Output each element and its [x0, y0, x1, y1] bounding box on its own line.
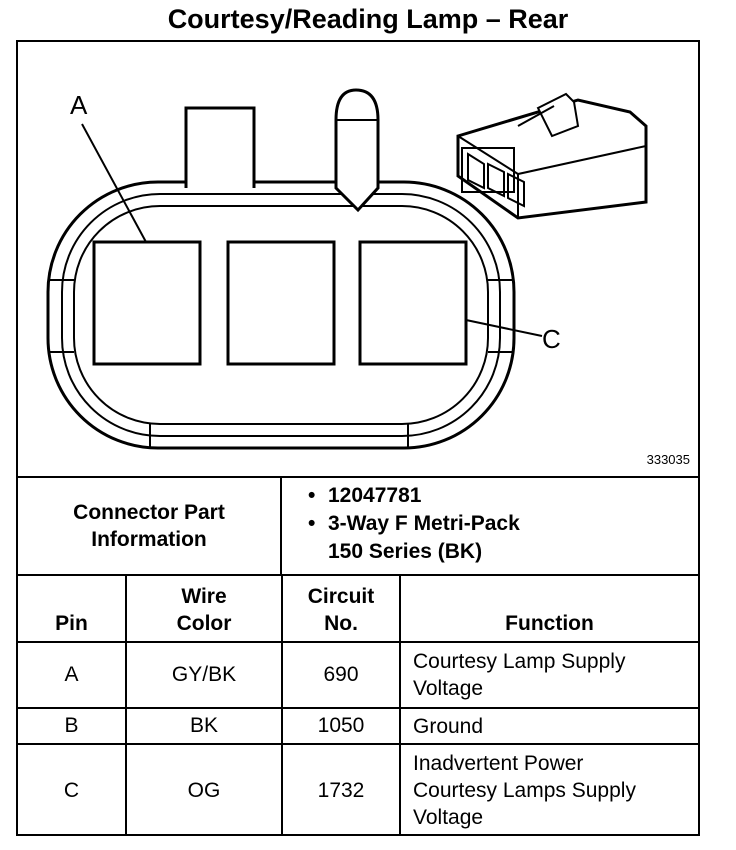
function-cell: Ground: [399, 707, 698, 745]
bullet-icon: •: [308, 512, 316, 535]
pin-cell: B: [18, 707, 127, 745]
page-title: Courtesy/Reading Lamp – Rear: [167, 4, 569, 34]
polarization-key: [334, 88, 380, 213]
connector-info-label-line1: Connector Part: [73, 501, 225, 524]
callout-c-leader: [465, 319, 543, 337]
pin-cell: C: [18, 743, 127, 836]
connector-face: [73, 205, 489, 425]
bullet-icon: •: [308, 484, 316, 507]
pin-cell: A: [18, 641, 127, 709]
callout-a-leader: [81, 123, 147, 243]
cavity-b: [226, 240, 336, 366]
latch-tab: [184, 106, 256, 188]
table-row: B BK 1050 Ground: [18, 707, 698, 745]
callout-a-label: A: [70, 90, 88, 120]
part-number: 12047781: [328, 484, 422, 507]
connector-outer-shell: [46, 180, 516, 450]
connector-part-info: Connector Part Information • 12047781 • 3-…: [18, 476, 698, 576]
connector-figure: A C 333035: [18, 42, 702, 476]
figure-id: 333035: [646, 452, 690, 467]
connector-info-label-line2: Information: [91, 528, 207, 551]
connector-info-values: • 12047781 • 3-Way F Metri-Pack 150 Series…: [308, 482, 520, 566]
wire-color-cell: GY/BK: [125, 641, 283, 709]
circuit-cell: 1732: [281, 743, 401, 836]
header-function: Function: [399, 576, 698, 643]
header-pin: Pin: [18, 576, 127, 643]
connector-type: 3-Way F Metri-Pack: [328, 512, 520, 535]
cavity-a: [92, 240, 202, 366]
connector-inner-shell: [61, 193, 501, 437]
circuit-cell: 1050: [281, 707, 401, 745]
connector-isometric-view: [456, 92, 648, 220]
connector-diagram-frame: A C 333035 Connector Part Information • 1…: [16, 40, 700, 836]
callout-c-label: C: [542, 324, 561, 354]
circuit-cell: 690: [281, 641, 401, 709]
connector-info-label: Connector Part Information: [18, 478, 282, 574]
connector-series: 150 Series (BK): [328, 540, 483, 563]
cavity-c: [358, 240, 468, 366]
wire-color-cell: BK: [125, 707, 283, 745]
connector-drawing: A C: [46, 88, 648, 450]
wire-color-cell: OG: [125, 743, 283, 836]
